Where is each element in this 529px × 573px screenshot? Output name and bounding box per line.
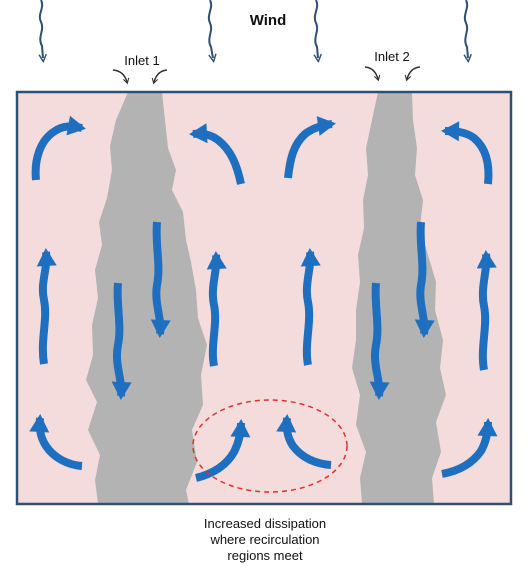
flow-arrow-head-icon: [111, 381, 132, 400]
flow-arrow-head-icon: [441, 121, 460, 142]
flow-arrow-head-icon: [230, 419, 251, 438]
flow-arrow-head-icon: [476, 250, 497, 269]
inlet-2-left-arrow-icon: [364, 66, 381, 82]
flow-arrow-icon: [113, 282, 126, 397]
flow-arrow-head-icon: [276, 414, 297, 433]
inlet-1-label: Inlet 1: [124, 53, 159, 68]
inlet-arrows: [112, 66, 421, 85]
wind-arrow-icon: [40, 0, 43, 58]
flow-arrow-head-icon: [369, 381, 390, 400]
caption-line-3: regions meet: [227, 548, 303, 563]
inlet-1-plume: [86, 92, 207, 504]
flow-arrow-head-icon: [414, 319, 435, 338]
flow-arrow-head-icon: [316, 116, 336, 136]
flow-arrow-icon: [416, 221, 429, 335]
wind-arrows: [40, 0, 468, 58]
flow-arrow-head-icon: [29, 414, 50, 433]
wind-label: Wind: [250, 12, 287, 29]
flow-arrow-icon: [371, 282, 384, 397]
dissipation-highlight-ring: [192, 399, 348, 493]
flow-arrow-head-icon: [36, 248, 57, 267]
flow-arrow-head-icon: [477, 418, 498, 437]
caption-line-2: where recirculation: [210, 532, 320, 547]
flow-arrows: [29, 115, 498, 482]
wind-arrow-icon: [315, 0, 318, 58]
inlet-1-left-arrow-icon: [112, 69, 130, 85]
inlet-2-label: Inlet 2: [374, 49, 409, 64]
inlet-1-right-arrow-icon: [151, 69, 168, 85]
flow-arrow-icon: [152, 221, 165, 335]
wind-arrow-icon: [465, 0, 468, 58]
flow-arrow-icon: [302, 251, 315, 366]
basin-border: [15, 90, 513, 506]
dissipation-caption: Increased dissipation where recirculatio…: [150, 516, 380, 564]
inlet-2-right-arrow-icon: [404, 66, 421, 82]
flow-arrow-head-icon: [206, 251, 227, 270]
wind-arrow-icon: [207, 0, 213, 58]
caption-line-1: Increased dissipation: [203, 516, 327, 531]
flow-arrow-head-icon: [300, 248, 321, 267]
flow-arrow-icon: [208, 254, 221, 367]
flow-arrow-head-icon: [66, 115, 86, 136]
flow-arrow-head-icon: [150, 319, 171, 338]
flow-arrow-icon: [478, 253, 491, 371]
inlet-2-plume: [352, 92, 446, 504]
flow-arrow-icon: [38, 251, 51, 365]
flow-arrow-head-icon: [189, 123, 208, 144]
